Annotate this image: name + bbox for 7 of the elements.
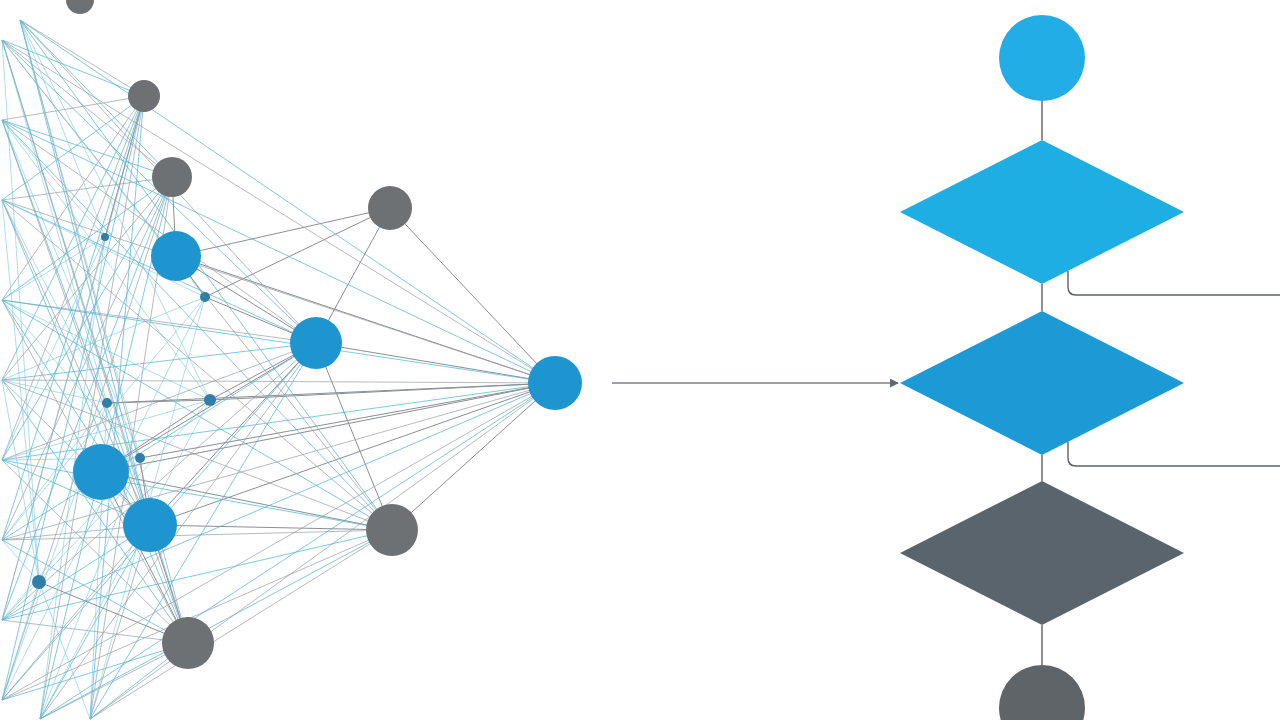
- branch-line: [1067, 270, 1280, 296]
- arrow: [611, 378, 899, 388]
- connector-line: [1041, 454, 1043, 482]
- connector-line: [1041, 624, 1043, 666]
- connector-line: [1041, 283, 1043, 312]
- connector-line: [1041, 100, 1043, 141]
- branch-line: [1067, 441, 1280, 467]
